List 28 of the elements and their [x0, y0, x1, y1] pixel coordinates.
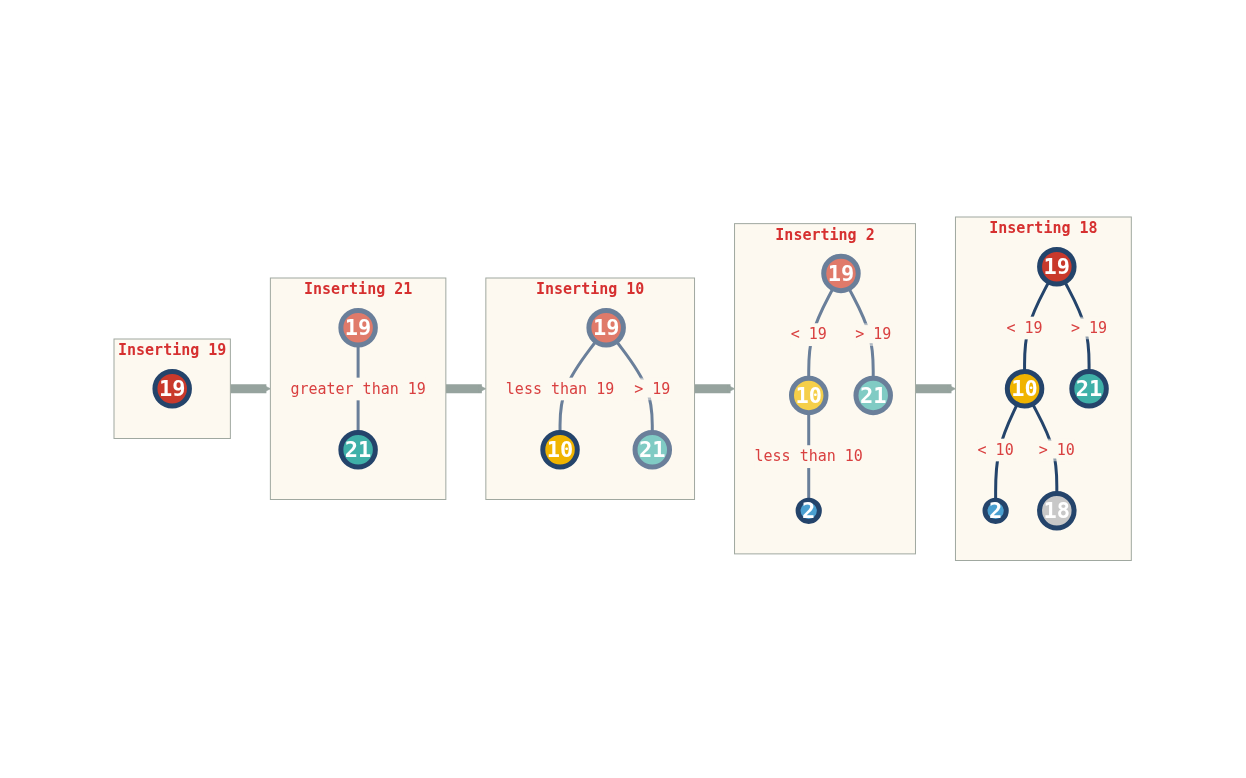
edge-label: > 10 — [1039, 440, 1076, 459]
node-circle: 2 — [795, 497, 823, 525]
arrow — [445, 384, 487, 394]
edge-label: < 19 — [791, 325, 828, 344]
edge-label: greater than 19 — [290, 379, 427, 398]
edge-label: > 19 — [855, 325, 892, 344]
node-circle: 19 — [1037, 247, 1077, 287]
node-circle: 2 — [982, 497, 1010, 525]
edge-label: > 19 — [634, 379, 671, 398]
edge-label: less than 19 — [506, 379, 615, 398]
edge-label: < 19 — [1006, 318, 1043, 337]
node-circle: 10 — [540, 430, 581, 470]
node-circle: 19 — [821, 253, 862, 294]
node-circle: 21 — [853, 375, 894, 416]
edge-label: < 10 — [977, 440, 1015, 459]
node-circle: 21 — [1069, 369, 1110, 409]
node-circle: 19 — [152, 369, 193, 409]
node-circle: 19 — [586, 308, 627, 348]
node-circle: 21 — [632, 430, 673, 470]
node-circle: 19 — [338, 308, 379, 348]
edge-label: less than 10 — [754, 447, 864, 466]
node-circle: 10 — [1005, 369, 1045, 409]
arrow — [914, 384, 957, 394]
edge-label: > 19 — [1071, 318, 1108, 337]
node-circle: 21 — [338, 430, 379, 470]
arrow — [693, 384, 736, 394]
node-circle: 10 — [789, 375, 829, 416]
arrow — [229, 384, 272, 394]
